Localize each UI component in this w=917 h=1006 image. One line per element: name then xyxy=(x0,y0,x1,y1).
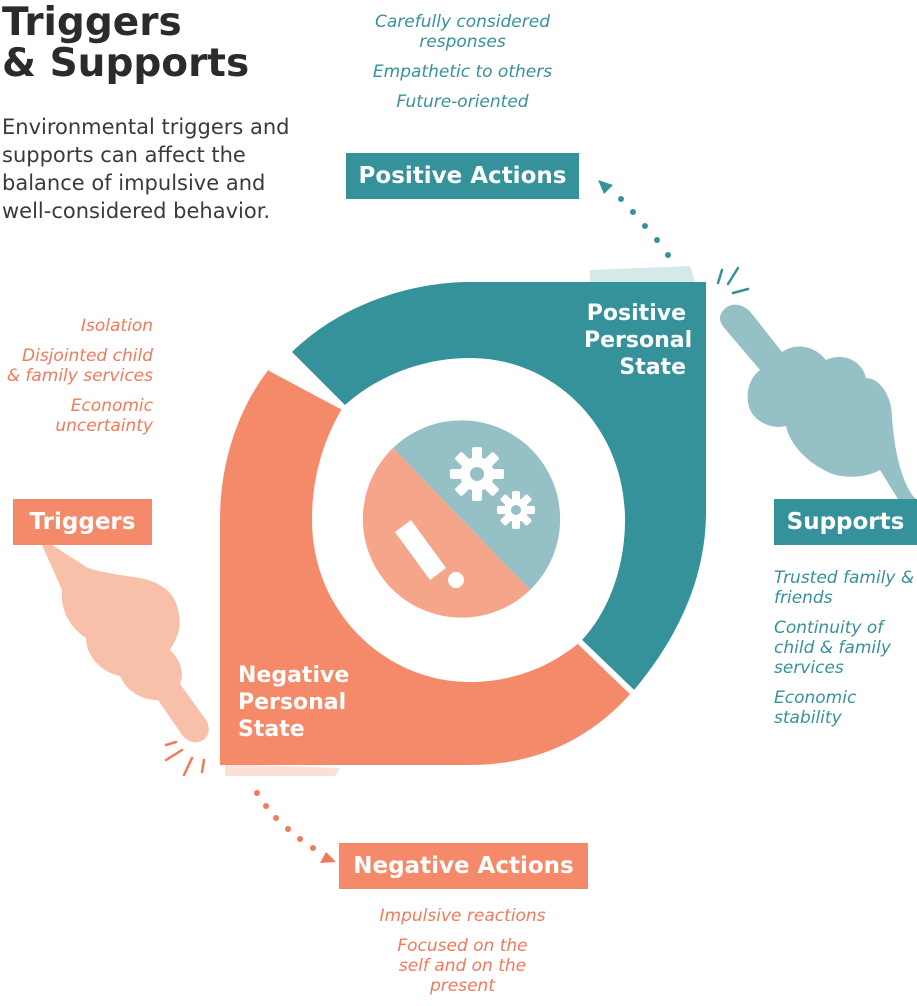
segment-divider xyxy=(577,639,635,695)
list-item: Continuity of child & family services xyxy=(774,618,891,678)
state-line: Personal xyxy=(584,328,693,353)
negative-state-label: Negative Personal State xyxy=(238,662,368,743)
list-item: Future-oriented xyxy=(396,92,529,112)
list-item: Trusted family & friends xyxy=(774,568,915,608)
list-item: Empathetic to others xyxy=(372,62,553,82)
list-item: Isolation xyxy=(81,316,153,336)
title-line: & Supports xyxy=(2,41,250,86)
positive-shadow xyxy=(590,266,695,284)
intro-text: Environmental triggers and supports can … xyxy=(2,115,290,223)
state-line: Negative xyxy=(238,663,350,688)
state-line: Positive xyxy=(586,301,686,326)
positive-arrow xyxy=(598,180,671,258)
exclamation-icon xyxy=(395,520,464,588)
page-title: Triggers & Supports xyxy=(2,2,249,84)
triggers-list: Isolation Disjointed child & family serv… xyxy=(5,316,153,446)
positive-state-label: Positive Personal State xyxy=(584,300,693,381)
list-item: Focused on the self and on the present xyxy=(397,936,528,996)
supports-label: Supports xyxy=(774,499,917,545)
positive-state-segment xyxy=(292,282,706,690)
list-item: Carefully considered responses xyxy=(375,12,550,52)
triggers-label: Triggers xyxy=(13,499,152,545)
segment-divider xyxy=(268,365,345,410)
pointing-hand-icon xyxy=(719,304,917,530)
motion-lines xyxy=(164,740,206,777)
supports-list: Trusted family & friends Continuity of c… xyxy=(774,568,917,738)
list-item: Disjointed child & family services xyxy=(6,346,153,386)
negative-actions-label: Negative Actions xyxy=(339,843,588,889)
negative-state-segment xyxy=(220,368,632,765)
pointing-hand-icon xyxy=(42,545,209,743)
negative-shadow xyxy=(225,764,340,776)
negative-arrow xyxy=(254,790,336,863)
state-line: State xyxy=(238,717,305,742)
state-line: Personal xyxy=(238,690,347,715)
center-gears-half xyxy=(393,420,561,590)
list-item: Impulsive reactions xyxy=(379,906,546,926)
gears-icon xyxy=(450,447,535,529)
positive-actions-label: Positive Actions xyxy=(346,153,579,199)
list-item: Economic uncertainty xyxy=(55,396,153,436)
positive-actions-list: Carefully considered responses Empatheti… xyxy=(350,12,575,122)
motion-lines xyxy=(716,266,750,295)
title-line: Triggers xyxy=(2,0,182,45)
center-alert-half xyxy=(362,448,530,618)
list-item: Economic stability xyxy=(774,688,857,728)
state-line: State xyxy=(619,355,686,380)
negative-actions-list: Impulsive reactions Focused on the self … xyxy=(340,906,585,1006)
